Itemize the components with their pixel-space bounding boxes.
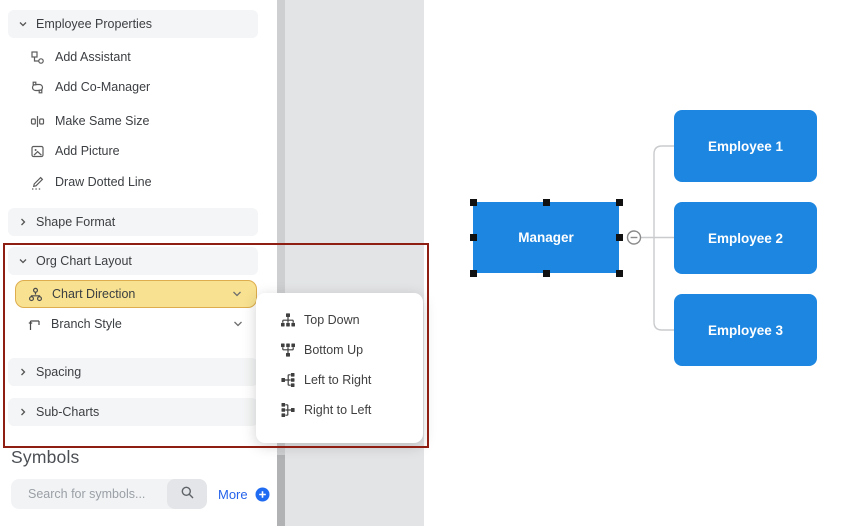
- node-employee-3[interactable]: Employee 3: [674, 294, 817, 366]
- plus-circle-icon: [255, 487, 270, 502]
- selection-handle-sw[interactable]: [469, 269, 477, 277]
- make-same-size-button[interactable]: Make Same Size: [30, 112, 149, 130]
- node-label: Employee 3: [707, 322, 784, 338]
- node-label: Manager: [518, 230, 574, 245]
- tool-label: Draw Dotted Line: [55, 175, 152, 189]
- add-co-manager-button[interactable]: Add Co-Manager: [30, 78, 150, 96]
- symbol-search-button[interactable]: [167, 479, 207, 509]
- menu-item-label: Top Down: [304, 313, 360, 327]
- diagram-canvas[interactable]: Manager Employee 1 Employee 2 Employee 3: [424, 0, 844, 526]
- tool-label: Add Co-Manager: [55, 80, 151, 94]
- branch-style-button[interactable]: Branch Style: [15, 310, 257, 338]
- tool-label: Add Assistant: [55, 50, 131, 64]
- make-same-size-icon: [30, 114, 45, 129]
- selection-handle-n[interactable]: [542, 198, 550, 206]
- add-picture-icon: [30, 144, 45, 159]
- panel-title: Sub-Charts: [36, 405, 100, 419]
- node-label: Employee 1: [707, 138, 784, 154]
- selection-handle-s[interactable]: [542, 269, 550, 277]
- node-employee-2[interactable]: Employee 2: [674, 202, 817, 274]
- chevron-down-icon: [230, 287, 244, 301]
- menu-item-bottom-up[interactable]: Bottom Up: [256, 335, 423, 365]
- collapse-button[interactable]: [626, 230, 642, 245]
- selection-handle-nw[interactable]: [469, 198, 477, 206]
- chevron-right-icon: [18, 367, 28, 377]
- add-assistant-button[interactable]: Add Assistant: [30, 48, 131, 66]
- menu-item-label: Bottom Up: [304, 343, 364, 357]
- node-manager[interactable]: Manager: [473, 202, 619, 273]
- chevron-right-icon: [18, 407, 28, 417]
- node-label: Employee 2: [707, 230, 784, 246]
- chevron-down-icon: [18, 19, 28, 29]
- selection-handle-se[interactable]: [615, 269, 623, 277]
- menu-item-label: Right to Left: [304, 403, 372, 417]
- draw-dotted-line-icon: [30, 175, 45, 190]
- top-down-icon: [280, 312, 296, 328]
- right-to-left-icon: [280, 402, 296, 418]
- bottom-up-icon: [280, 342, 296, 358]
- panel-header-spacing[interactable]: Spacing: [8, 358, 258, 386]
- more-label: More: [218, 486, 248, 502]
- menu-item-left-to-right[interactable]: Left to Right: [256, 365, 423, 395]
- node-employee-1[interactable]: Employee 1: [674, 110, 817, 182]
- sidebar-scrollbar[interactable]: [277, 0, 285, 526]
- chevron-right-icon: [18, 217, 28, 227]
- panel-divider-area: [285, 0, 424, 526]
- layout-row-label: Branch Style: [51, 317, 122, 331]
- layout-row-label: Chart Direction: [52, 287, 136, 301]
- draw-dotted-line-button[interactable]: Draw Dotted Line: [30, 173, 152, 191]
- selection-handle-ne[interactable]: [615, 198, 623, 206]
- chevron-down-icon: [231, 317, 245, 331]
- panel-title: Spacing: [36, 365, 82, 379]
- panel-header-shape-format[interactable]: Shape Format: [8, 208, 258, 236]
- panel-title: Org Chart Layout: [36, 254, 132, 268]
- scrollbar-thumb[interactable]: [277, 455, 285, 526]
- add-picture-button[interactable]: Add Picture: [30, 142, 120, 160]
- menu-item-label: Left to Right: [304, 373, 372, 387]
- panel-header-sub-charts[interactable]: Sub-Charts: [8, 398, 258, 426]
- tool-label: Make Same Size: [55, 114, 150, 128]
- left-to-right-icon: [280, 372, 296, 388]
- panel-title: Employee Properties: [36, 17, 153, 31]
- symbols-heading: Symbols: [11, 447, 80, 467]
- panel-title: Shape Format: [36, 215, 116, 229]
- selection-handle-w[interactable]: [469, 234, 477, 241]
- chart-direction-menu: Top Down Bottom Up: [256, 293, 423, 443]
- panel-header-employee-properties[interactable]: Employee Properties: [8, 10, 258, 38]
- more-symbols-link[interactable]: More: [218, 479, 270, 509]
- selection-handle-e[interactable]: [615, 234, 623, 241]
- menu-item-top-down[interactable]: Top Down: [256, 305, 423, 335]
- branch-style-icon: [27, 317, 42, 332]
- properties-sidebar: Employee Properties Add Assistant Add Co…: [0, 0, 277, 526]
- add-co-manager-icon: [30, 80, 45, 95]
- panel-header-org-chart-layout[interactable]: Org Chart Layout: [8, 247, 258, 275]
- add-assistant-icon: [30, 50, 45, 65]
- menu-item-right-to-left[interactable]: Right to Left: [256, 395, 423, 425]
- tool-label: Add Picture: [55, 144, 120, 158]
- search-icon: [180, 485, 195, 503]
- chevron-down-icon: [18, 256, 28, 266]
- chart-direction-button[interactable]: Chart Direction: [15, 280, 257, 308]
- chart-direction-icon: [28, 287, 43, 302]
